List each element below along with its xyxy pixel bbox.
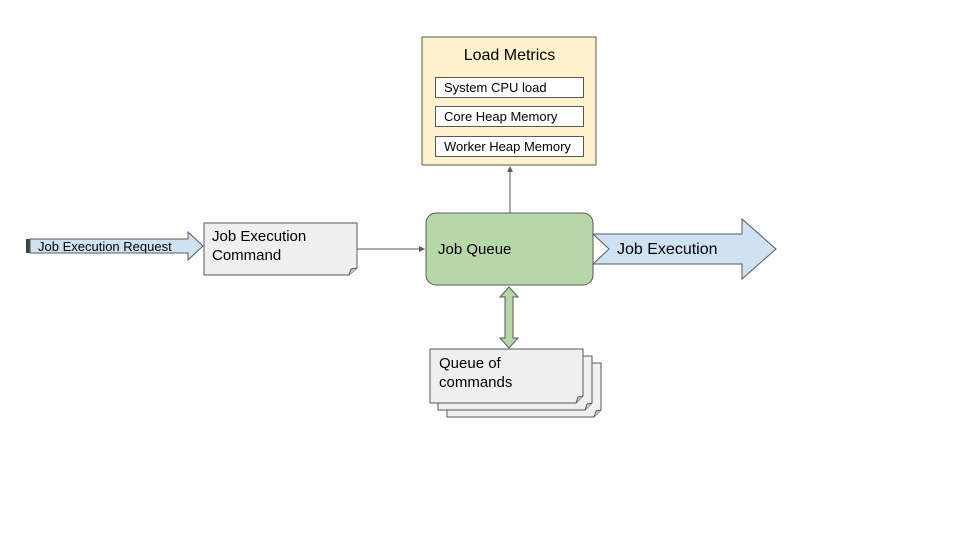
load-metrics-title: Load Metrics [463, 47, 556, 64]
metric-core-heap-memory: Core Heap Memory [435, 106, 584, 127]
request-arrow-label: Job Execution Request [38, 239, 172, 254]
queue-bidirectional-arrow [498, 286, 520, 349]
queue-of-commands-line-1: Queue of [439, 355, 501, 372]
queue-of-commands-label: Queue of commands [439, 354, 512, 392]
request-arrow [29, 230, 204, 262]
job-queue-box [425, 212, 594, 286]
metric-worker-heap-memory: Worker Heap Memory [435, 136, 584, 157]
metric-system-cpu-load: System CPU load [435, 77, 584, 98]
request-arrow-tail [26, 239, 30, 253]
command-label-line-1: Job Execution [212, 228, 307, 245]
command-document-label: Job Execution Command [212, 227, 306, 265]
command-label-line-2: Command [212, 247, 282, 264]
execution-arrow [591, 217, 777, 281]
job-queue-label: Job Queue [438, 241, 512, 258]
execution-arrow-label: Job Execution [617, 241, 718, 258]
command-document-fold [348, 267, 358, 276]
queue-of-commands-line-2: commands [439, 374, 513, 391]
queue-of-commands-stack [429, 348, 602, 418]
